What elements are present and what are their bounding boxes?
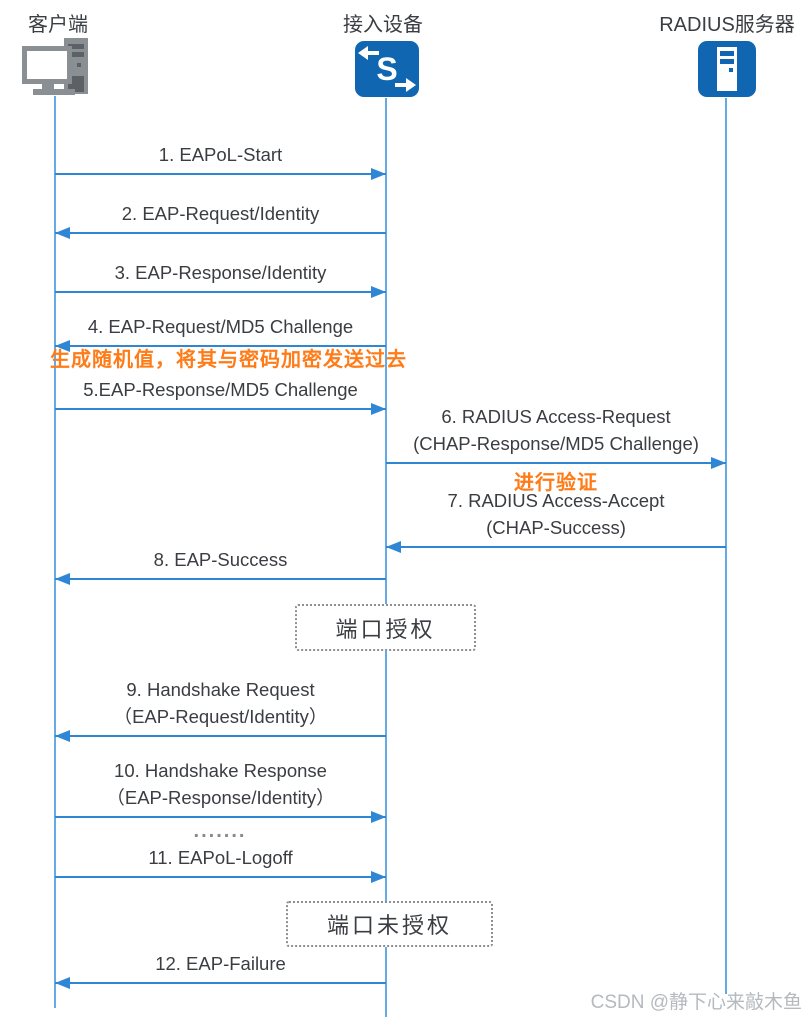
port-unauthorized-box: 端口未授权 [286, 901, 493, 947]
annotation-random-value: 生成随机值，将其与密码加密发送过去 [50, 349, 407, 371]
arrow-head-right-icon [371, 403, 386, 415]
arrow-head-right-icon [711, 457, 726, 469]
port-authorized-box: 端口授权 [295, 604, 476, 651]
message-label: 3. EAP-Response/Identity [115, 259, 327, 286]
message-label-line: 4. EAP-Request/MD5 Challenge [87, 316, 354, 337]
watermark-text: CSDN @静下心来敲木鱼 [590, 992, 802, 1013]
message-line [55, 735, 386, 737]
desktop-computer-icon [20, 36, 92, 103]
message-label: 12. EAP-Failure [155, 950, 286, 977]
message-line [386, 546, 726, 548]
message-label: 10. Handshake Response （EAP-Response/Iden… [106, 757, 334, 811]
arrow-head-right-icon [371, 811, 386, 823]
lifeline-access-device [385, 98, 387, 1017]
arrow-head-left-icon [55, 977, 70, 989]
message-label-line: (CHAP-Success) [486, 517, 626, 538]
message-label-line: 6. RADIUS Access-Request [441, 406, 671, 427]
arrow-head-left-icon [55, 340, 70, 352]
message-label: 2. EAP-Request/Identity [122, 200, 319, 227]
message-label: 11. EAPoL-Logoff [148, 844, 292, 871]
actor-label-client: 客户端 [28, 14, 88, 36]
arrow-head-left-icon [55, 573, 70, 585]
message-label: 5.EAP-Response/MD5 Challenge [83, 376, 358, 403]
message-label-line: （EAP-Response/Identity） [106, 787, 335, 808]
message-line [55, 291, 386, 293]
port-unauthorized-label: 端口未授权 [326, 913, 452, 938]
arrow-head-right-icon [371, 168, 386, 180]
arrow-head-left-icon [386, 541, 401, 553]
arrow-head-right-icon [371, 286, 386, 298]
message-label-line: 9. Handshake Request [126, 679, 315, 700]
message-label-line: （EAP-Request/Identity） [113, 706, 328, 727]
switch-icon: S [354, 40, 420, 103]
message-line [55, 232, 386, 234]
message-line [55, 876, 386, 878]
message-label-line: 5.EAP-Response/MD5 Challenge [83, 379, 358, 400]
message-label-line: 8. EAP-Success [153, 549, 288, 570]
message-line [55, 816, 386, 818]
message-line [55, 578, 386, 580]
message-label-line: (CHAP-Response/MD5 Challenge) [413, 433, 699, 454]
message-label: 6. RADIUS Access-Request (CHAP-Response/M… [413, 403, 699, 457]
message-line [55, 173, 386, 175]
message-line [55, 345, 386, 347]
message-label: 1. EAPoL-Start [159, 141, 282, 168]
port-authorized-label: 端口授权 [335, 616, 436, 642]
message-label-line: 3. EAP-Response/Identity [114, 262, 327, 283]
server-icon [697, 40, 757, 103]
arrow-head-left-icon [55, 730, 70, 742]
message-line [55, 982, 386, 984]
message-label-line: 12. EAP-Failure [155, 953, 286, 974]
lifeline-radius-server [725, 98, 727, 994]
message-label-line: 1. EAPoL-Start [158, 144, 283, 165]
message-label-line: 2. EAP-Request/Identity [121, 203, 320, 224]
message-line [55, 408, 386, 410]
lifeline-client [54, 96, 56, 1008]
message-label: 7. RADIUS Access-Accept (CHAP-Success) [448, 487, 665, 541]
message-label: 9. Handshake Request （EAP-Request/Identit… [114, 676, 328, 730]
message-label-line: 7. RADIUS Access-Accept [447, 490, 665, 511]
actor-label-access-device: 接入设备 [343, 14, 423, 36]
message-label-line: 11. EAPoL-Logoff [148, 847, 293, 868]
message-label: 4. EAP-Request/MD5 Challenge [88, 313, 353, 340]
message-line [386, 462, 726, 464]
annotation-verify: 进行验证 [514, 472, 598, 494]
message-label: 8. EAP-Success [154, 546, 288, 573]
arrow-head-right-icon [371, 871, 386, 883]
arrow-head-left-icon [55, 227, 70, 239]
ellipsis-dots: ....... [193, 820, 247, 842]
message-label-line: 10. Handshake Response [114, 760, 327, 781]
actor-label-radius-server: RADIUS服务器 [659, 14, 795, 36]
svg-text:S: S [376, 51, 397, 87]
